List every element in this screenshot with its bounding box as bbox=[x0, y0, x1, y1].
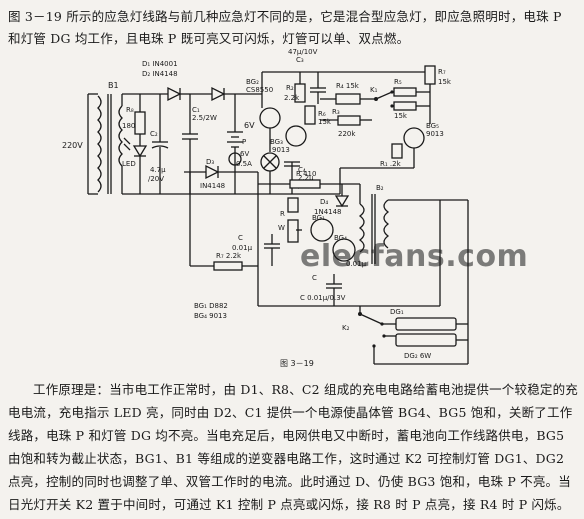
transistor-bg4 bbox=[332, 238, 356, 262]
resistor-r7-2k2 bbox=[213, 261, 243, 271]
resistor-r5 bbox=[393, 87, 417, 97]
svg-text:BG₃: BG₃ bbox=[270, 138, 283, 146]
svg-text:C₃: C₃ bbox=[296, 56, 304, 64]
led-indicator bbox=[132, 145, 148, 158]
svg-text:0.01μ: 0.01μ bbox=[232, 244, 253, 252]
resistor-r7 bbox=[424, 65, 436, 85]
svg-text:IN4148: IN4148 bbox=[200, 182, 225, 190]
svg-text:2.5/2W: 2.5/2W bbox=[192, 114, 217, 122]
svg-text:0.01μ: 0.01μ bbox=[346, 260, 367, 268]
resistor-r-small bbox=[287, 197, 299, 213]
bulb-driver: BG₂ CS8550 R₂ 2.2k C₃ 47μ/10V BG₃ 9013 R… bbox=[236, 48, 332, 194]
svg-text:C₁: C₁ bbox=[192, 106, 200, 114]
potentiometer-w bbox=[287, 219, 299, 243]
tube-dg2 bbox=[395, 333, 457, 347]
svg-text:BG₅: BG₅ bbox=[426, 122, 439, 130]
svg-text:D₄: D₄ bbox=[320, 198, 328, 206]
svg-text:/20V: /20V bbox=[148, 175, 164, 183]
r8-value: 180 bbox=[122, 122, 135, 130]
svg-text:R₈: R₈ bbox=[126, 106, 134, 114]
svg-text:BG₁ D882: BG₁ D882 bbox=[194, 302, 228, 310]
watermark-text: elecfans.com bbox=[300, 239, 528, 274]
transistor-bg2 bbox=[259, 107, 281, 129]
resistor-r3 bbox=[337, 115, 361, 126]
description-paragraph: 工作原理是：当市电工作正常时，由 D1、R8、C2 组成的充电电路给蓄电池提供一… bbox=[8, 382, 579, 512]
svg-text:R₁ .2k: R₁ .2k bbox=[380, 160, 402, 168]
svg-text:15k: 15k bbox=[318, 118, 332, 126]
svg-text:4.7μ: 4.7μ bbox=[150, 166, 166, 174]
resistor-r-410 bbox=[289, 179, 321, 189]
resistor-r8 bbox=[134, 111, 146, 135]
svg-text:9013: 9013 bbox=[426, 130, 444, 138]
svg-text:K₂: K₂ bbox=[342, 324, 350, 332]
svg-text:15k: 15k bbox=[438, 78, 452, 86]
transistor-bg1 bbox=[310, 218, 334, 242]
ac-voltage-label: 220V bbox=[62, 141, 83, 150]
svg-text:R₇ 2.2k: R₇ 2.2k bbox=[216, 252, 242, 260]
svg-text:2.2μ: 2.2μ bbox=[298, 174, 314, 182]
diode-d3 bbox=[205, 164, 220, 180]
ac-input: 220V bbox=[62, 93, 98, 195]
svg-text:R₆: R₆ bbox=[318, 110, 326, 118]
svg-text:9013: 9013 bbox=[272, 146, 290, 154]
diode-d4 bbox=[334, 195, 350, 208]
transistor-bg5 bbox=[403, 127, 425, 149]
resistor-r4 bbox=[335, 93, 361, 105]
svg-text:R₄ 15k: R₄ 15k bbox=[336, 82, 360, 90]
battery-voltage: 6V bbox=[244, 121, 255, 130]
diode-d2 bbox=[211, 86, 226, 102]
svg-text:DG₂ 6W: DG₂ 6W bbox=[404, 352, 431, 360]
svg-text:C 0.01μ/0.3V: C 0.01μ/0.3V bbox=[300, 294, 346, 302]
tube-dg1 bbox=[395, 317, 457, 331]
intro-paragraph: 图 3－19 所示的应急灯线路与前几种应急灯不同的是，它是混合型应急灯，即应急照… bbox=[8, 9, 562, 46]
led-label: LED bbox=[122, 160, 136, 168]
figure-caption: 图 3－19 bbox=[280, 359, 314, 368]
transistor-bg3 bbox=[285, 125, 307, 147]
inverter: D₃ IN4148 R 410 D₄ 1N4148 B₂ C 0.01μ W bbox=[184, 158, 441, 307]
svg-text:P: P bbox=[242, 138, 246, 146]
svg-text:6V: 6V bbox=[240, 150, 249, 158]
svg-text:R₇: R₇ bbox=[438, 68, 446, 76]
resistor-r2 bbox=[294, 83, 306, 103]
svg-text:W: W bbox=[278, 224, 285, 232]
svg-text:BG₁: BG₁ bbox=[312, 214, 325, 222]
svg-text:C: C bbox=[312, 274, 317, 282]
svg-text:BG₄ 9013: BG₄ 9013 bbox=[194, 312, 227, 320]
tube-section: K₂ DG₂ 6W DG₁ BG₁ D882 BG₄ 9013 图 3－19 bbox=[194, 199, 469, 368]
resistor-r6 bbox=[304, 105, 316, 125]
resistor-r8b bbox=[393, 101, 417, 111]
svg-text:CS8550: CS8550 bbox=[246, 86, 273, 94]
svg-text:D₃: D₃ bbox=[206, 158, 214, 166]
svg-text:15k: 15k bbox=[394, 112, 408, 120]
svg-text:1N4148: 1N4148 bbox=[314, 208, 342, 216]
svg-text:220k: 220k bbox=[338, 130, 356, 138]
transformer-b1: B1 bbox=[97, 81, 123, 194]
transformer-label: B1 bbox=[108, 81, 119, 90]
battery-meter bbox=[228, 152, 242, 166]
svg-text:BG₄: BG₄ bbox=[334, 234, 347, 242]
svg-text:R: R bbox=[280, 210, 285, 218]
resistor-r1 bbox=[391, 143, 403, 159]
battery: 6V bbox=[190, 94, 340, 195]
svg-text:R₂: R₂ bbox=[286, 84, 294, 92]
svg-text:R 410: R 410 bbox=[296, 170, 316, 178]
svg-text:2.2k: 2.2k bbox=[284, 94, 300, 102]
svg-text:R₅: R₅ bbox=[394, 78, 402, 86]
svg-text:C₄: C₄ bbox=[298, 166, 306, 174]
svg-text:K₁: K₁ bbox=[370, 86, 378, 94]
svg-text:R₃: R₃ bbox=[332, 108, 340, 116]
svg-text:DG₁: DG₁ bbox=[390, 308, 404, 316]
svg-text:0.5A: 0.5A bbox=[236, 160, 252, 168]
svg-text:B₂: B₂ bbox=[376, 184, 384, 192]
svg-text:BG₂: BG₂ bbox=[246, 78, 259, 86]
svg-text:47μ/10V: 47μ/10V bbox=[288, 48, 318, 56]
diode-d1 bbox=[167, 86, 182, 102]
svg-text:C: C bbox=[238, 234, 243, 242]
flasher-network: R₄ 15k 220k R₃ K₁ R₅ 15k R₇ 15k BG₅ 9013… bbox=[320, 65, 452, 194]
svg-text:C₂: C₂ bbox=[150, 130, 158, 138]
